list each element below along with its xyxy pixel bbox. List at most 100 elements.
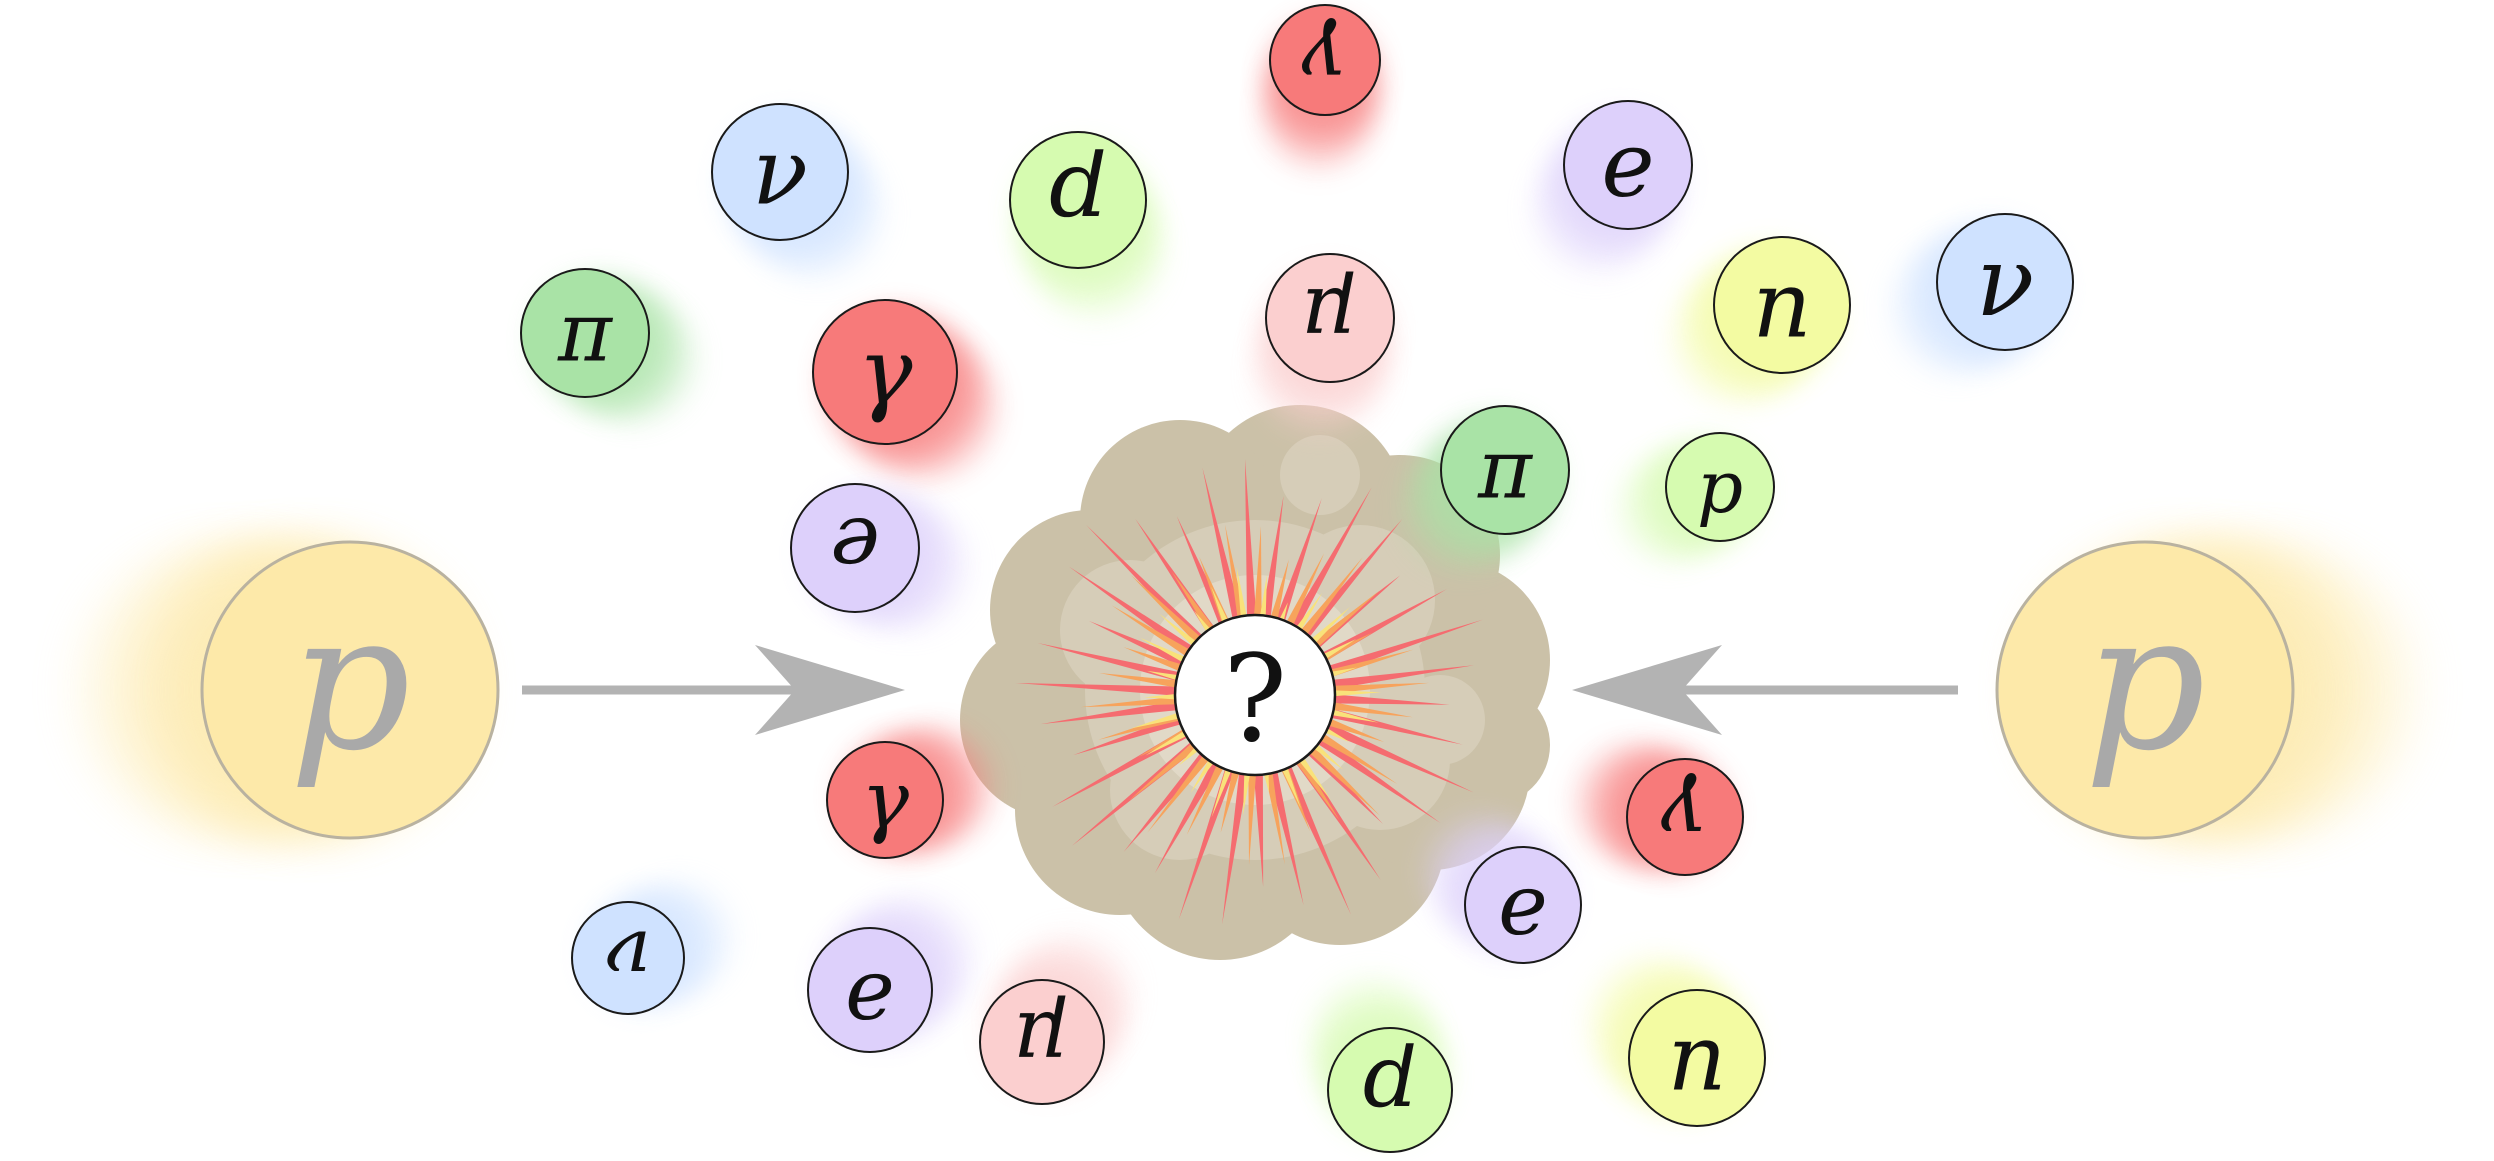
particle-12-body	[826, 741, 944, 859]
particle-12-symbol: γ	[861, 754, 909, 847]
burst-spike	[1267, 559, 1289, 629]
particle-17-symbol: p	[1362, 1040, 1417, 1140]
burst-spike	[1284, 487, 1372, 637]
particle-5-symbol: γ	[858, 319, 914, 426]
burst-spike	[1088, 620, 1194, 672]
particle-6-symbol: μ	[1303, 269, 1358, 367]
burst-spike	[1324, 693, 1450, 705]
burst-spike	[1236, 566, 1249, 627]
burst-spike	[1319, 714, 1385, 743]
particle-9-body	[1440, 405, 1570, 535]
burst-spike	[1309, 730, 1441, 824]
center-question-mark: ?	[1223, 631, 1287, 770]
particle-3-symbol: e	[1601, 113, 1654, 218]
particle-13: γ	[1574, 744, 1744, 876]
particle-1-body	[711, 103, 849, 241]
burst-spike	[1303, 606, 1351, 651]
particle-6: μ	[1256, 253, 1395, 436]
burst-spike	[1324, 689, 1382, 697]
collision-cloud: ?	[960, 405, 1550, 960]
burst-spike	[1248, 764, 1257, 865]
burst-spike	[1128, 736, 1205, 801]
burst-spike	[1253, 764, 1264, 887]
burst-spike	[1323, 665, 1474, 691]
particle-4-body	[520, 268, 650, 398]
burst-spike	[1296, 518, 1403, 645]
burst-spike	[1211, 759, 1235, 818]
particle-18: e	[1422, 813, 1582, 964]
particle-5: γ	[812, 299, 998, 480]
particle-17-body	[1327, 1027, 1453, 1153]
particle-2-symbol: p	[1049, 147, 1108, 254]
burst-spike	[1293, 749, 1331, 801]
burst-spike	[1312, 728, 1398, 784]
particle-7-body	[1713, 236, 1851, 374]
burst-spike	[1302, 740, 1380, 816]
particle-11: e	[790, 483, 971, 631]
burst-spike	[1130, 574, 1208, 650]
burst-spike	[1037, 643, 1189, 684]
particle-1: ν	[711, 103, 885, 281]
particle-13-body	[1626, 758, 1744, 876]
center-disc	[1173, 613, 1337, 777]
particle-10: p	[1615, 432, 1775, 563]
burst-spike	[1323, 700, 1413, 718]
burst-spike	[1111, 605, 1198, 662]
burst-spike	[1154, 753, 1226, 874]
particle-16-symbol: μ	[1015, 993, 1070, 1091]
particle-19-symbol: n	[1667, 1005, 1726, 1112]
burst-spike	[1099, 673, 1187, 690]
cloud-puff-inner	[1395, 675, 1485, 765]
particle-14-symbol: ν	[605, 914, 651, 1003]
particle-12: γ	[826, 727, 996, 859]
burst-spike	[1178, 759, 1238, 920]
particle-8: ν	[1889, 213, 2074, 376]
burst-spike	[1140, 637, 1194, 667]
particle-13-symbol: γ	[1661, 771, 1709, 864]
burst-spike	[1294, 557, 1363, 643]
particle-8-body	[1936, 213, 2074, 351]
burst-spike	[1145, 725, 1196, 756]
particle-19-body	[1628, 989, 1766, 1127]
particle-3: e	[1533, 100, 1693, 274]
proton-left-body	[200, 540, 500, 840]
burst-spike	[1272, 498, 1322, 631]
particle-0: γ	[1264, 4, 1381, 170]
particle-9: π	[1400, 405, 1570, 571]
proton-right-body	[1995, 540, 2295, 840]
burst-spike	[1080, 695, 1186, 708]
burst-spike	[1220, 761, 1243, 833]
particle-11-body	[790, 483, 920, 613]
particle-17: p	[1311, 976, 1453, 1153]
arrow-left-to-center	[522, 645, 905, 735]
particle-16-body	[979, 979, 1105, 1105]
particle-8-symbol: ν	[1976, 226, 2034, 338]
particle-15-body	[807, 927, 933, 1053]
particle-9-symbol: π	[1477, 423, 1534, 518]
particle-14: ν	[571, 881, 735, 1015]
proton-left: p	[72, 540, 500, 840]
particle-10-symbol: p	[1697, 445, 1743, 529]
burst-spike	[1040, 699, 1187, 725]
burst-spike	[1147, 747, 1216, 833]
burst-spike	[1244, 459, 1257, 626]
burst-spike	[1290, 750, 1340, 821]
burst-spike	[1138, 724, 1196, 758]
particle-4-symbol: π	[557, 286, 614, 381]
particle-18-symbol: e	[1498, 856, 1548, 954]
particle-19: n	[1587, 955, 1766, 1127]
arrow-right-head	[1572, 645, 1722, 735]
burst-spike	[1015, 683, 1186, 697]
burst-spike	[1171, 571, 1220, 640]
burst-spike	[1305, 590, 1380, 654]
particle-7: n	[1670, 236, 1851, 405]
particle-15: e	[807, 895, 976, 1053]
burst-spike	[1322, 706, 1379, 723]
burst-spike	[1258, 574, 1268, 626]
particle-10-body	[1665, 432, 1775, 542]
burst-spike	[1199, 556, 1233, 632]
particle-11-symbol: e	[830, 499, 880, 597]
particle-3-body	[1563, 100, 1693, 230]
burst-spike	[1123, 647, 1191, 676]
